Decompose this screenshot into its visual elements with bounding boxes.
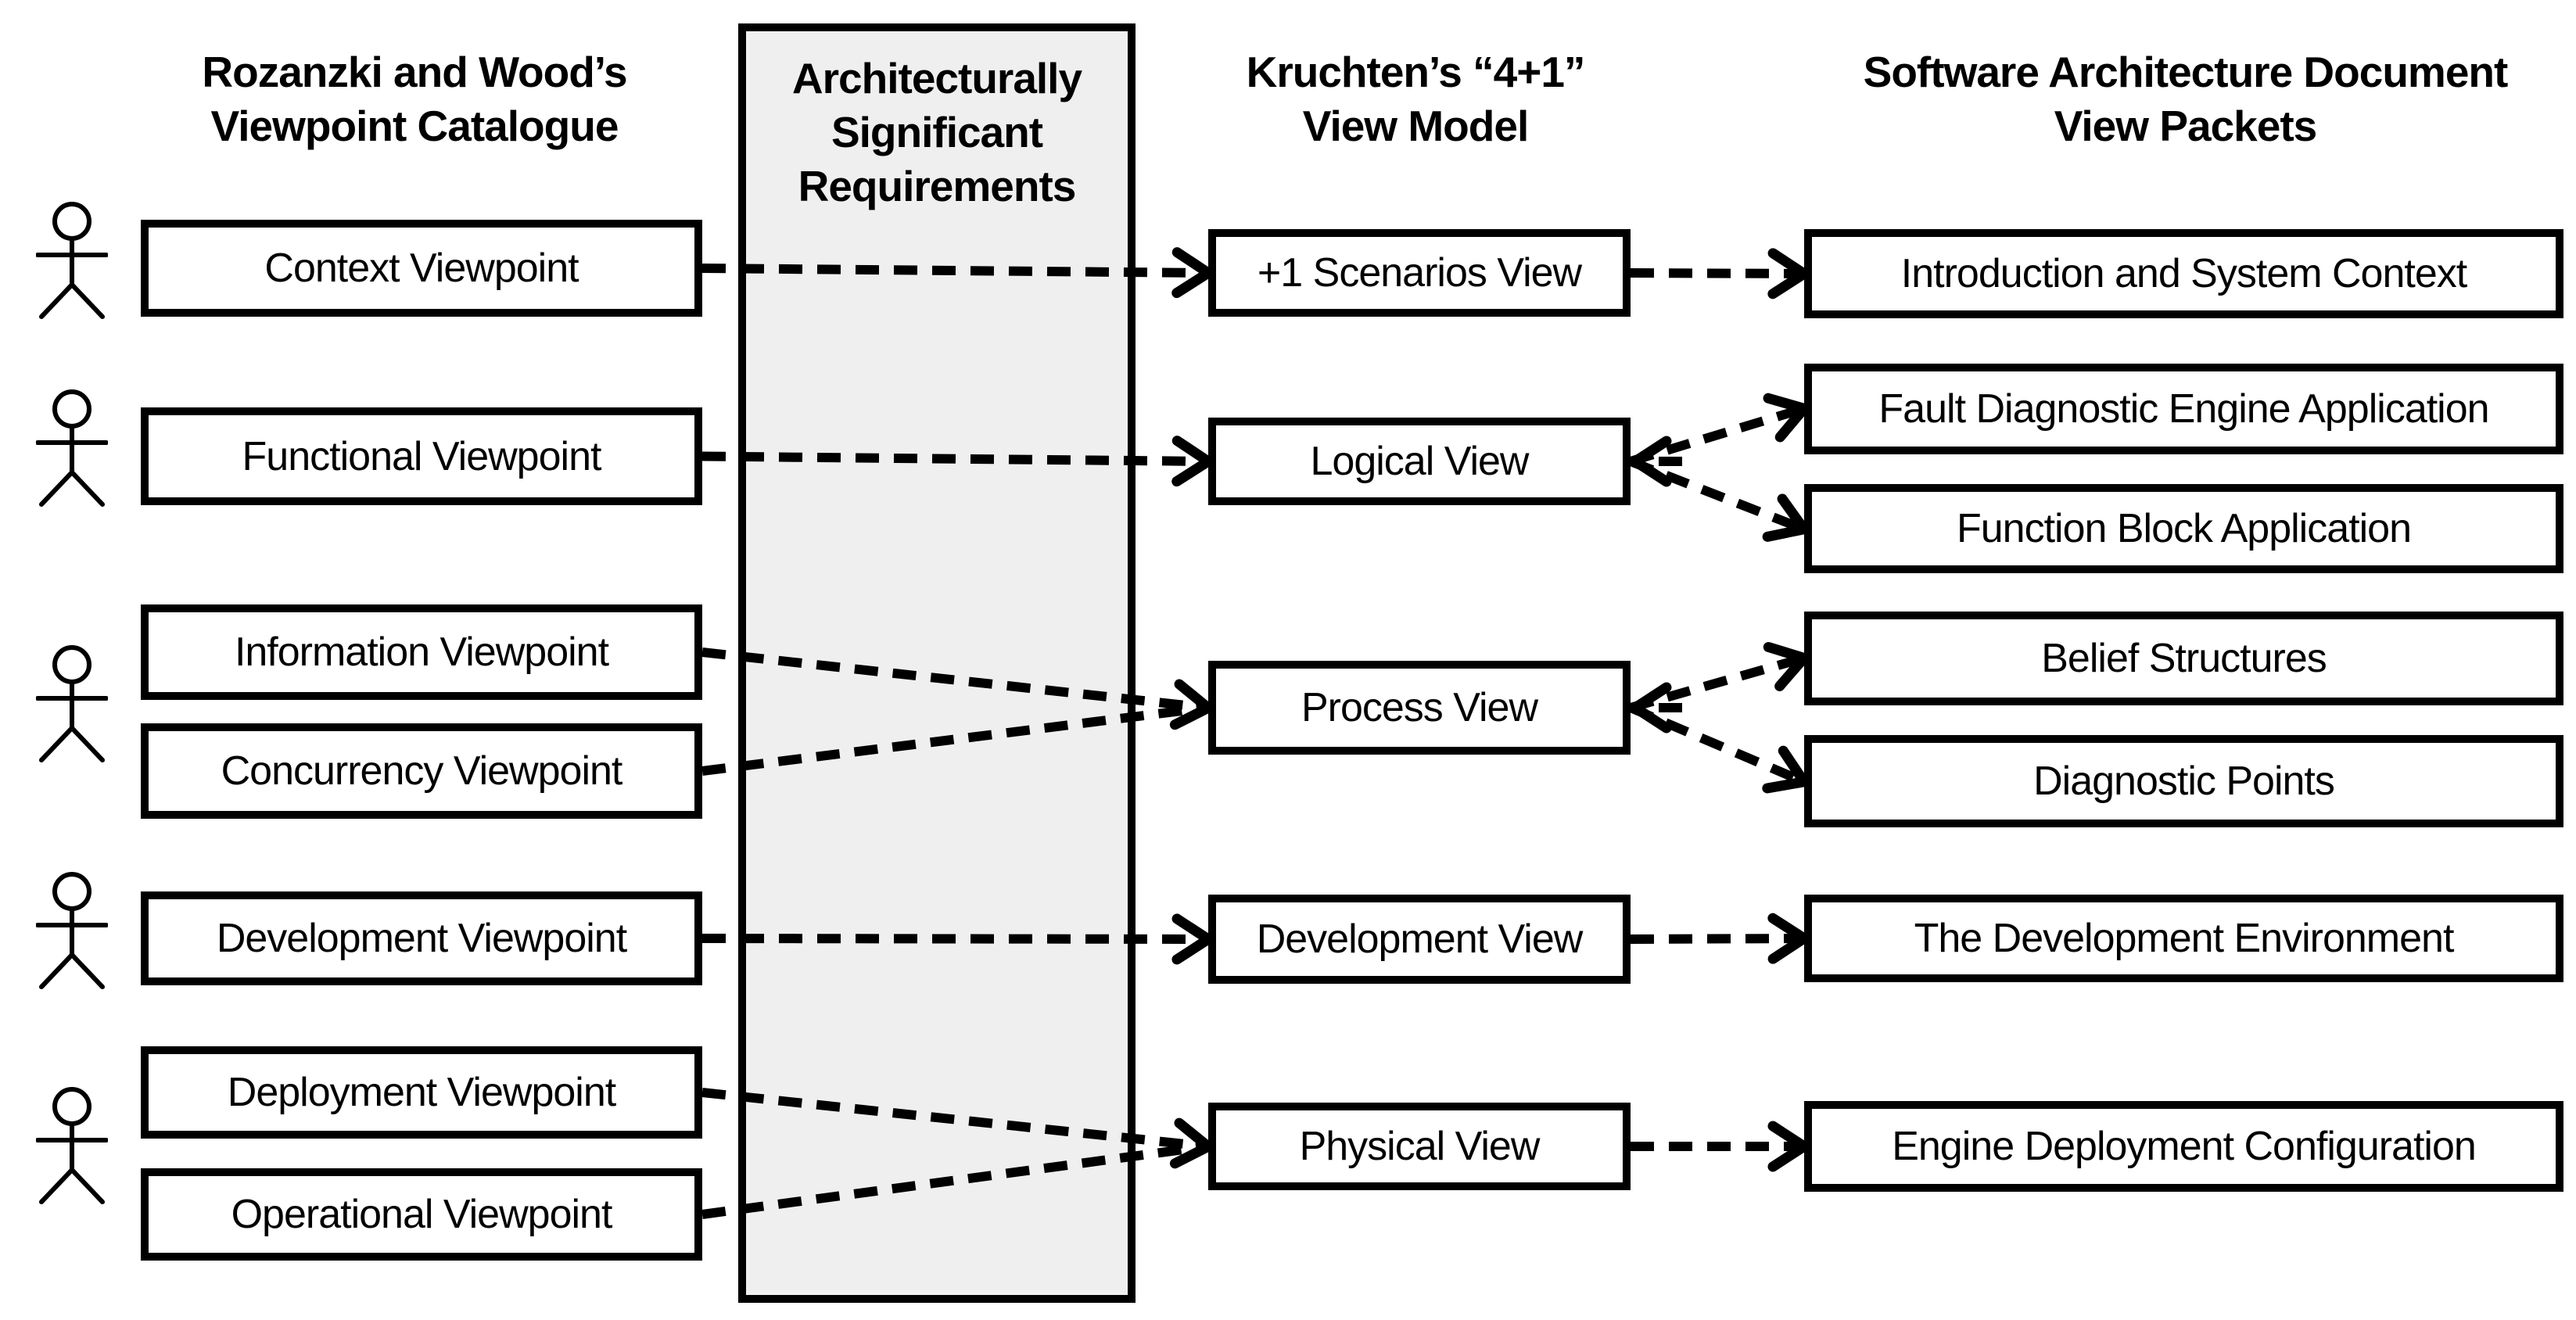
- box-deployment-viewpoint: Deployment Viewpoint: [141, 1046, 702, 1139]
- connection-line: [701, 1088, 1214, 1169]
- box-operational-viewpoint: Operational Viewpoint: [141, 1168, 702, 1261]
- box-label: Logical View: [1310, 439, 1529, 484]
- box-development-view: Development View: [1208, 895, 1631, 984]
- box-information-viewpoint: Information Viewpoint: [141, 604, 702, 700]
- left-column-header: Rozanzki and Wood’s Viewpoint Catalogue: [117, 45, 712, 153]
- asr-header-line1: Architecturally: [791, 54, 1082, 102]
- box-label: Physical View: [1299, 1124, 1541, 1169]
- box-label: Process View: [1301, 685, 1538, 730]
- box-label: Operational Viewpoint: [231, 1192, 613, 1237]
- asr-header: Architecturally Significant Requirements: [738, 52, 1136, 213]
- actor-icon: [35, 389, 109, 511]
- connection-line: [1628, 703, 1810, 794]
- box-label: Introduction and System Context: [1900, 251, 2467, 296]
- right-column-header-line2: View Packets: [2054, 102, 2318, 150]
- actor-icon: [35, 1087, 109, 1208]
- box-fault-diagnostic-engine-application: Fault Diagnostic Engine Application: [1804, 364, 2563, 454]
- connection-line: [1630, 248, 1810, 300]
- box-introduction-and-system-context: Introduction and System Context: [1804, 229, 2563, 318]
- box-label: Deployment Viewpoint: [227, 1070, 616, 1115]
- right-column-header-line1: Software Architecture Document: [1863, 48, 2509, 96]
- box-label: Information Viewpoint: [234, 630, 609, 675]
- box-engine-deployment-configuration: Engine Deployment Configuration: [1804, 1101, 2563, 1192]
- box-label: Belief Structures: [2041, 636, 2327, 681]
- box-belief-structures: Belief Structures: [1804, 612, 2563, 705]
- connection-line: [701, 647, 1214, 730]
- box-label: Engine Deployment Configuration: [1892, 1124, 2477, 1169]
- box-scenarios-view: +1 Scenarios View: [1208, 229, 1631, 317]
- box-label: Functional Viewpoint: [242, 433, 602, 479]
- connection-line: [701, 436, 1214, 487]
- connection-line: [1629, 393, 1810, 466]
- connection-line: [1628, 457, 1810, 542]
- right-column-header: Software Architecture Document View Pack…: [1804, 45, 2567, 153]
- box-label: Diagnostic Points: [2033, 759, 2335, 804]
- box-the-development-environment: The Development Environment: [1804, 895, 2563, 982]
- box-label: Development View: [1256, 916, 1584, 962]
- connection-line: [1629, 641, 1810, 712]
- connection-line: [701, 703, 1207, 776]
- asr-header-line2: Significant: [831, 108, 1043, 156]
- middle-column-header-line2: View Model: [1302, 102, 1530, 150]
- box-development-viewpoint: Development Viewpoint: [141, 891, 702, 985]
- left-column-header-line1: Rozanzki and Wood’s: [202, 48, 627, 96]
- actor-icon: [35, 645, 109, 766]
- box-label: Context Viewpoint: [264, 246, 579, 291]
- left-column-header-line2: Viewpoint Catalogue: [210, 102, 619, 150]
- box-label: Development Viewpoint: [216, 916, 627, 961]
- box-functional-viewpoint: Functional Viewpoint: [141, 407, 702, 505]
- actor-icon: [35, 202, 109, 323]
- box-label: The Development Environment: [1914, 916, 2455, 961]
- connection-line: [701, 1142, 1207, 1219]
- connection-line: [701, 913, 1214, 965]
- box-label: +1 Scenarios View: [1257, 250, 1582, 296]
- connection-line: [701, 247, 1214, 299]
- asr-header-line3: Requirements: [798, 162, 1077, 210]
- box-function-block-application: Function Block Application: [1804, 484, 2563, 573]
- asr-band: [738, 23, 1136, 1303]
- middle-column-header-line1: Kruchten’s “4+1”: [1246, 48, 1586, 96]
- box-concurrency-viewpoint: Concurrency Viewpoint: [141, 723, 702, 819]
- box-physical-view: Physical View: [1208, 1103, 1631, 1190]
- box-diagnostic-points: Diagnostic Points: [1804, 735, 2563, 827]
- box-process-view: Process View: [1208, 661, 1631, 755]
- box-label: Concurrency Viewpoint: [221, 748, 623, 794]
- actor-icon: [35, 872, 109, 993]
- box-context-viewpoint: Context Viewpoint: [141, 220, 702, 317]
- box-label: Fault Diagnostic Engine Application: [1878, 386, 2489, 432]
- middle-column-header: Kruchten’s “4+1” View Model: [1173, 45, 1658, 153]
- connection-line: [1630, 913, 1810, 964]
- box-logical-view: Logical View: [1208, 418, 1631, 505]
- box-label: Function Block Application: [1956, 506, 2412, 551]
